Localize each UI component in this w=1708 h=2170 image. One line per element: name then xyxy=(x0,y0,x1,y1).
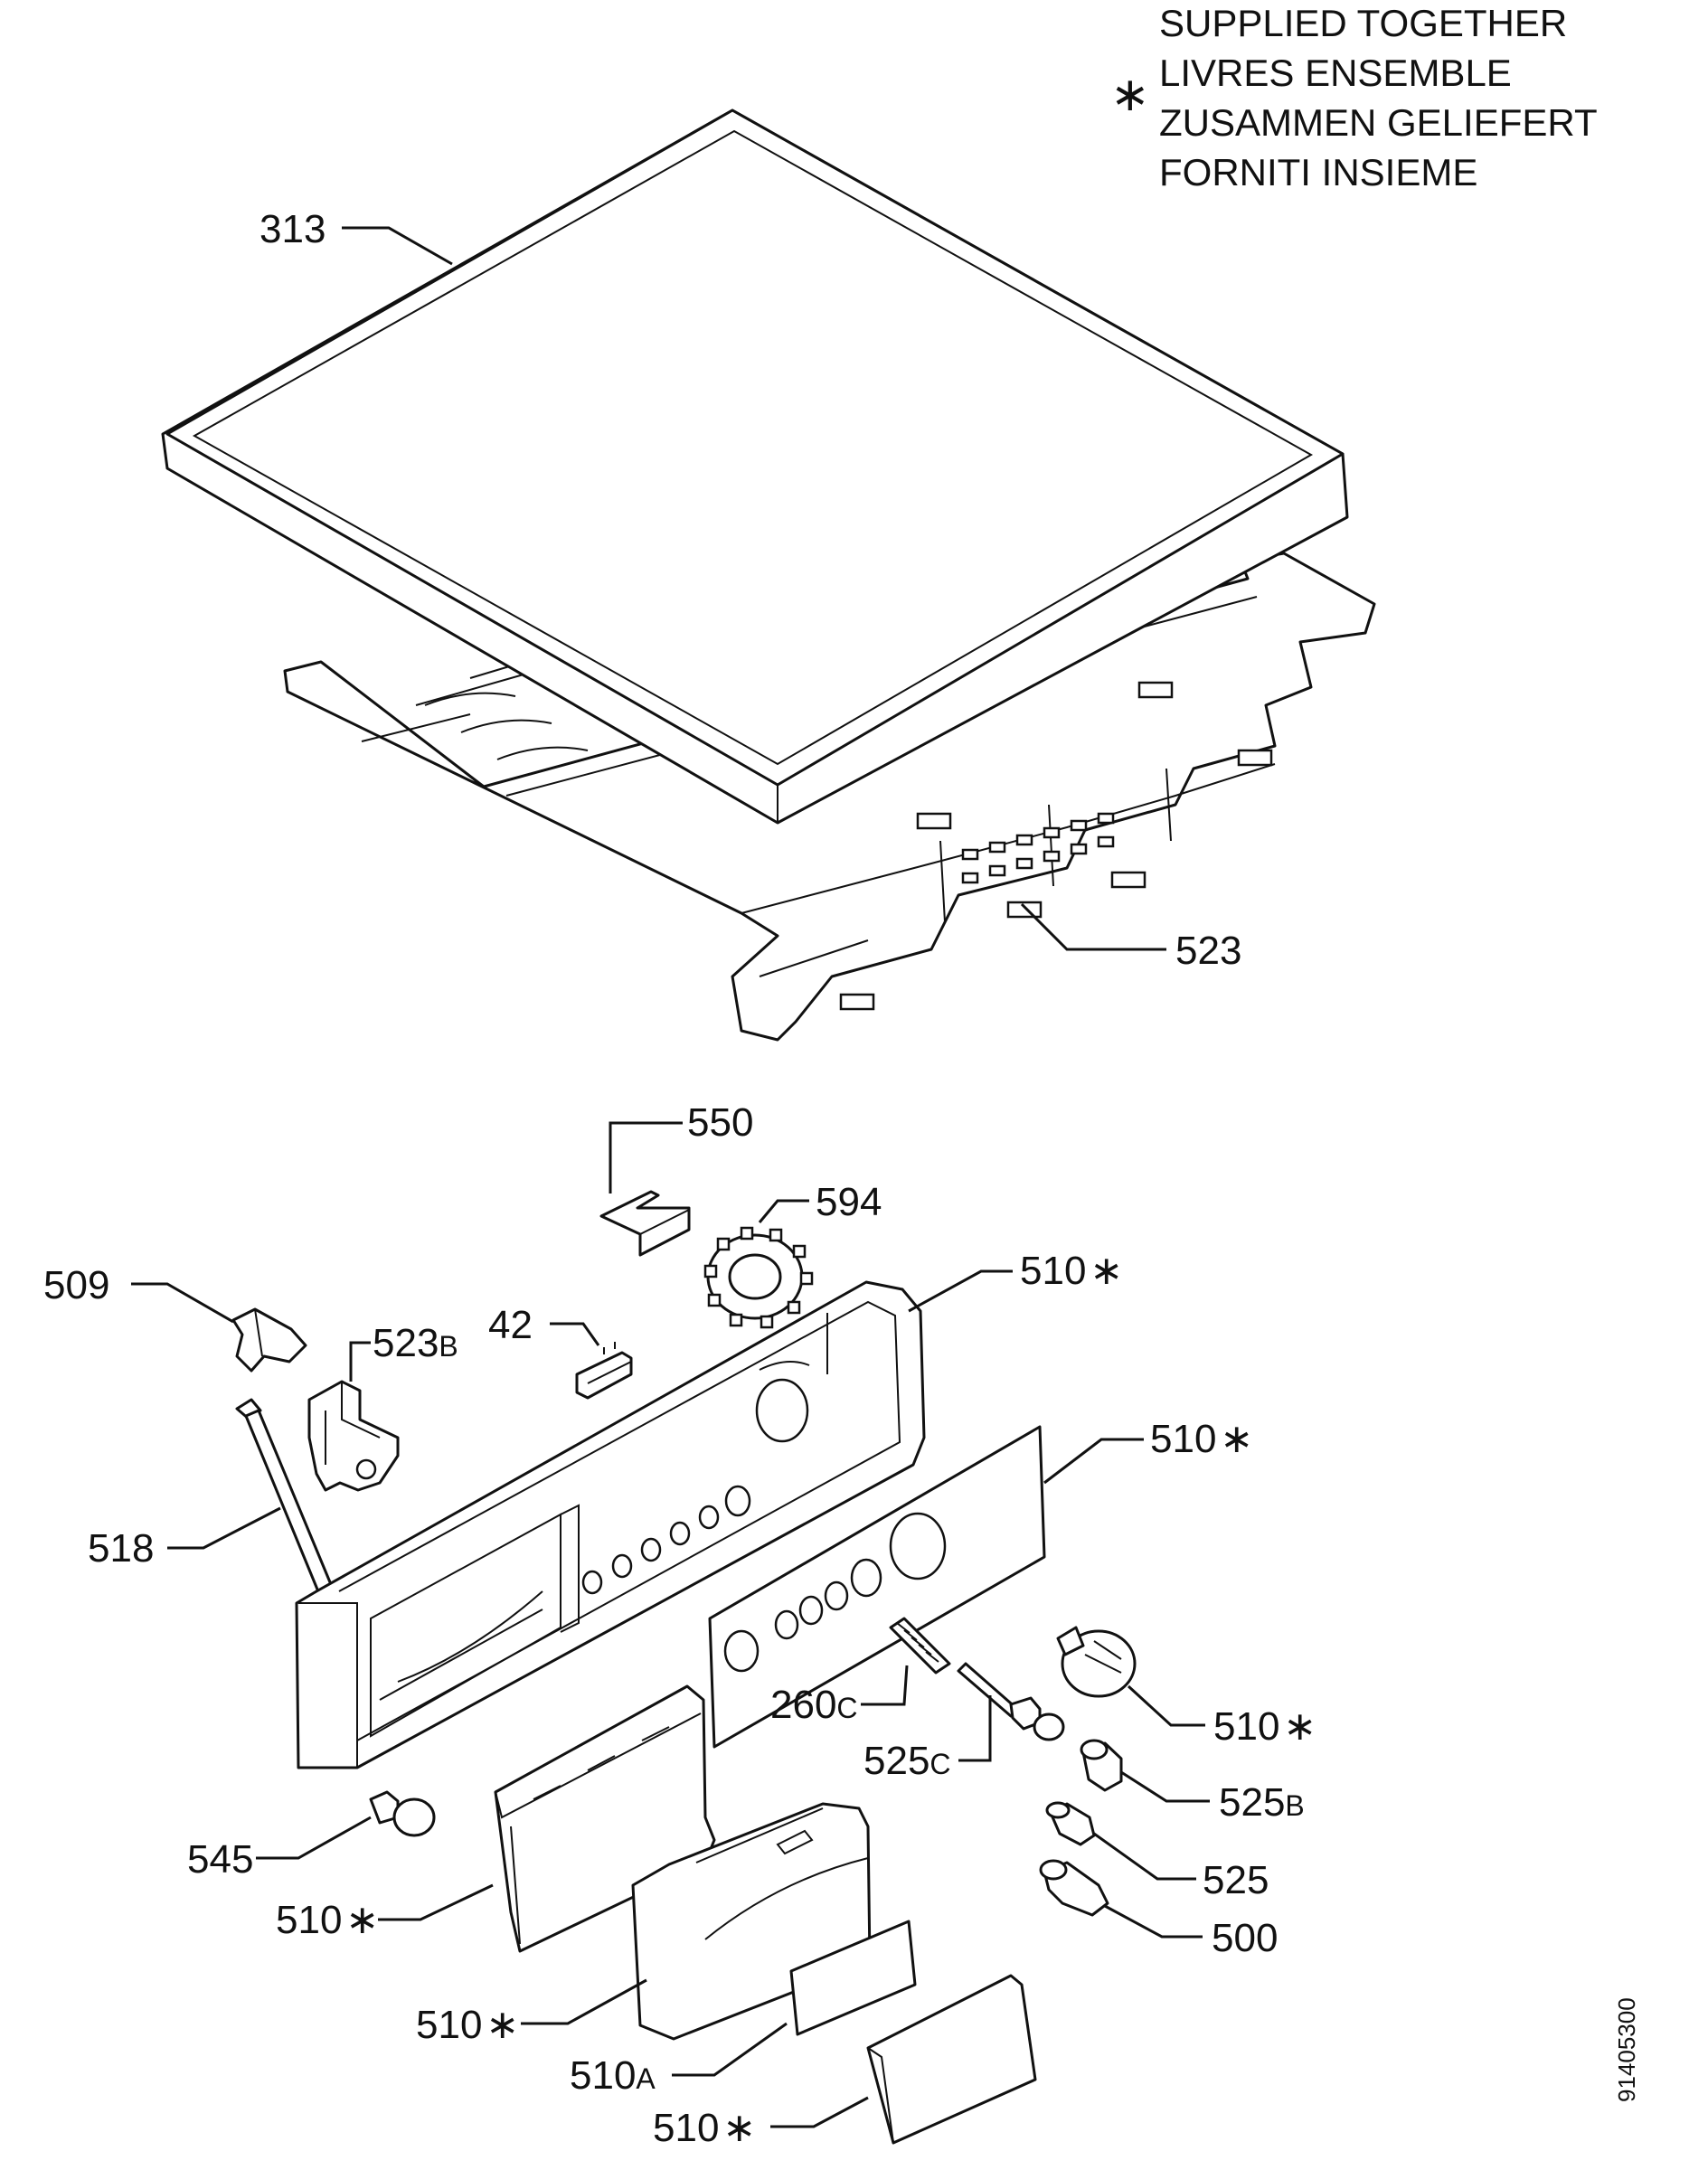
part-509-lever-drawing xyxy=(231,1307,307,1373)
part-525-button-drawing xyxy=(1045,1801,1096,1846)
label-500: 500 xyxy=(1212,1916,1278,1960)
part-42-switch-drawing xyxy=(575,1342,633,1400)
legend-line-4: FORNITI INSIEME xyxy=(1159,151,1477,193)
part-510-drawer-drawing xyxy=(494,1684,716,1953)
part-500-knob-drawing xyxy=(1039,1859,1109,1917)
label-510-cover: 510∗ xyxy=(653,2106,756,2150)
part-545-knob-drawing xyxy=(369,1790,436,1837)
part-510-cover-drawing xyxy=(866,1974,1037,2145)
part-525B-button-drawing xyxy=(1080,1739,1123,1792)
legend-line-2: LIVRES ENSEMBLE xyxy=(1159,52,1512,94)
label-510A: 510A xyxy=(570,2053,656,2098)
part-525C-shaft-drawing xyxy=(957,1662,1065,1741)
part-260C-spring-drawing xyxy=(889,1617,951,1675)
frame-vent-holes xyxy=(839,681,1273,1011)
legend: ∗ SUPPLIED TOGETHER LIVRES ENSEMBLE ZUSA… xyxy=(1110,2,1598,193)
label-523B: 523B xyxy=(373,1321,458,1365)
label-545: 545 xyxy=(187,1837,253,1882)
label-525B: 525B xyxy=(1219,1780,1305,1825)
label-518: 518 xyxy=(88,1526,154,1571)
label-510-drawer: 510∗ xyxy=(276,1898,379,1942)
legend-line-3: ZUSAMMEN GELIEFERT xyxy=(1159,101,1598,144)
part-523B-holder-drawing xyxy=(307,1380,400,1492)
part-510-knob-drawing xyxy=(1056,1626,1137,1698)
label-509: 509 xyxy=(43,1263,109,1307)
callout-labels: 313 523 550 594 509 510∗ 42 523B 510∗ 51… xyxy=(43,207,1316,2150)
part-594-ring-drawing xyxy=(703,1226,814,1329)
label-510-front: 510∗ xyxy=(1150,1417,1253,1461)
label-525: 525 xyxy=(1203,1858,1269,1902)
part-510-panel-frame-drawing xyxy=(295,1280,926,1769)
part-510A-plate-drawing xyxy=(789,1920,917,2036)
label-550: 550 xyxy=(687,1100,753,1145)
label-42: 42 xyxy=(488,1303,533,1347)
label-510-knob: 510∗ xyxy=(1213,1704,1316,1749)
label-313: 313 xyxy=(260,207,326,251)
label-525C: 525C xyxy=(863,1739,951,1783)
drawing-number: 91405300 xyxy=(1613,1997,1640,2102)
legend-symbol: ∗ xyxy=(1110,69,1150,121)
label-510-handle: 510∗ xyxy=(416,2003,519,2047)
label-523: 523 xyxy=(1175,929,1241,973)
part-510-fascia-drawing xyxy=(708,1425,1046,1749)
label-594: 594 xyxy=(816,1180,882,1224)
legend-line-1: SUPPLIED TOGETHER xyxy=(1159,2,1567,44)
part-523-frame-drawing xyxy=(283,552,1376,1042)
leader-lines xyxy=(131,226,1210,2128)
part-550-bracket-drawing xyxy=(599,1190,691,1257)
label-260C: 260C xyxy=(770,1683,858,1727)
label-510-panel: 510∗ xyxy=(1020,1249,1123,1293)
part-313-lid-drawing xyxy=(161,108,1349,825)
